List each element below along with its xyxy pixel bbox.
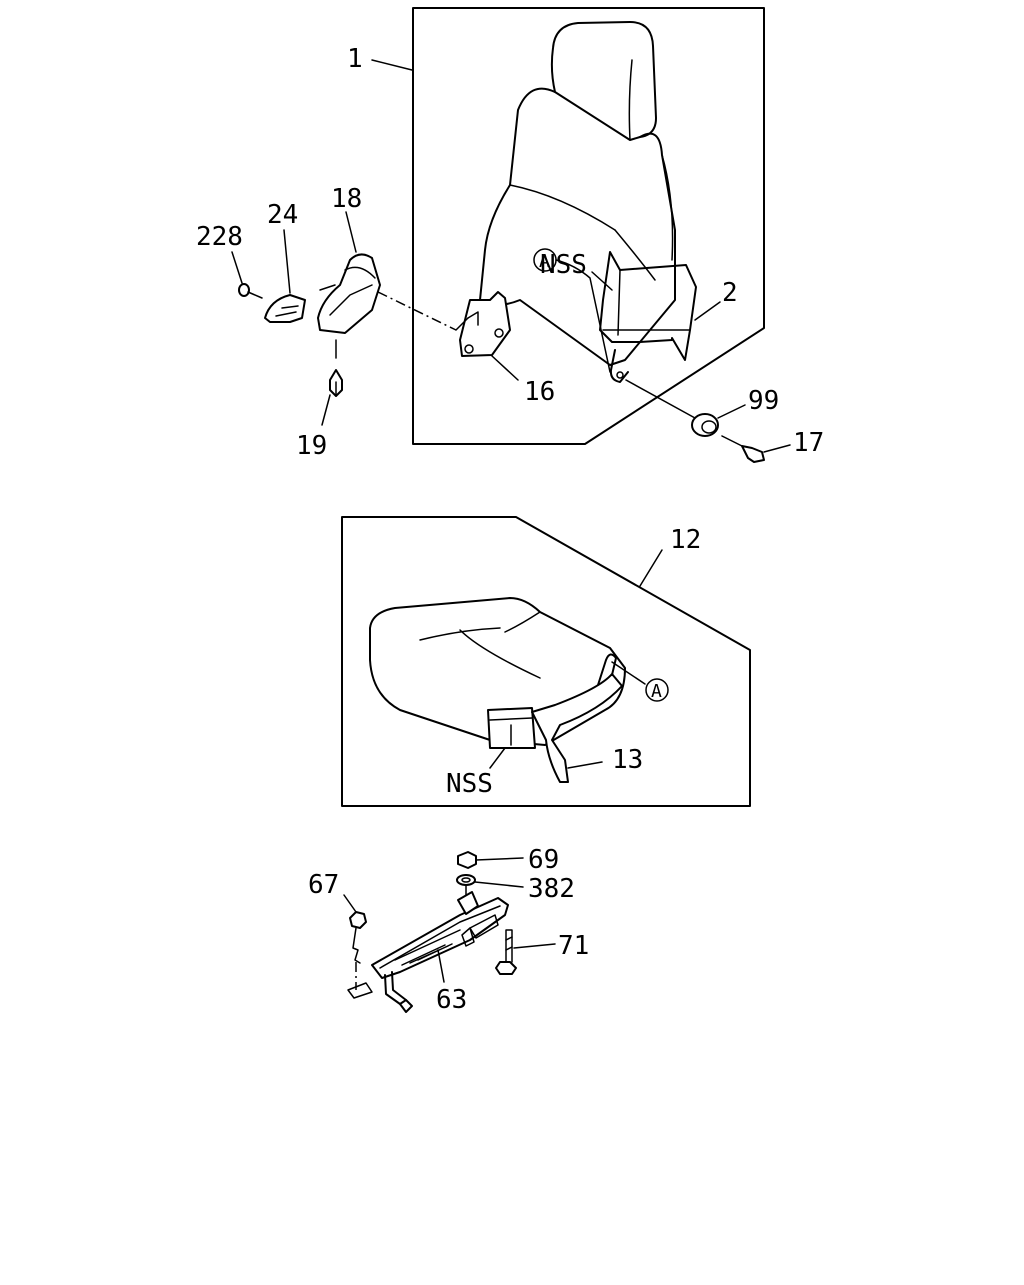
label-part-2: 2 [722,278,738,308]
headrest [550,21,657,141]
release-handle [384,971,407,1005]
seat-cushion-group: 12 13 NSS A [341,516,751,807]
knob-24 [264,294,306,323]
bolt-67 [349,911,367,929]
bolt-71 [495,961,517,975]
label-nss-top: NSS [540,250,587,280]
label-part-1: 1 [347,44,363,74]
label-part-17: 17 [793,428,824,458]
label-callout-a-top: A [539,251,550,272]
seat-cushion [369,597,626,746]
seat-cushion-frame [341,516,751,807]
label-part-63: 63 [436,985,467,1015]
hinge-bracket [459,291,511,357]
label-part-12: 12 [670,525,701,555]
nut-69 [457,851,477,869]
label-part-99: 99 [748,386,779,416]
callout-a-circle-bottom [645,678,669,702]
label-part-228: 228 [196,222,243,252]
nss-strap [599,251,697,361]
label-part-16: 16 [524,377,555,407]
bolt-17 [741,445,765,463]
washer-382 [456,874,476,886]
cap-228 [238,283,250,297]
seat-back-frame [412,7,765,445]
label-part-382: 382 [528,874,575,904]
label-part-13: 13 [612,745,643,775]
slide-rail-63 [371,897,509,979]
label-part-71: 71 [558,931,589,961]
label-part-18: 18 [331,184,362,214]
label-part-19: 19 [296,431,327,461]
recliner-cover-18 [317,253,381,334]
seat-rail-group: 69 382 67 71 63 [308,845,589,1015]
label-callout-a-bottom: A [651,681,662,702]
label-part-24: 24 [267,200,298,230]
seat-back-group: 1 228 24 18 19 16 NSS 2 99 17 A [196,7,824,463]
strap-13 [531,673,623,783]
label-part-67: 67 [308,870,339,900]
label-nss-bottom: NSS [446,769,493,799]
label-part-69: 69 [528,845,559,875]
washer-99 [691,413,719,437]
